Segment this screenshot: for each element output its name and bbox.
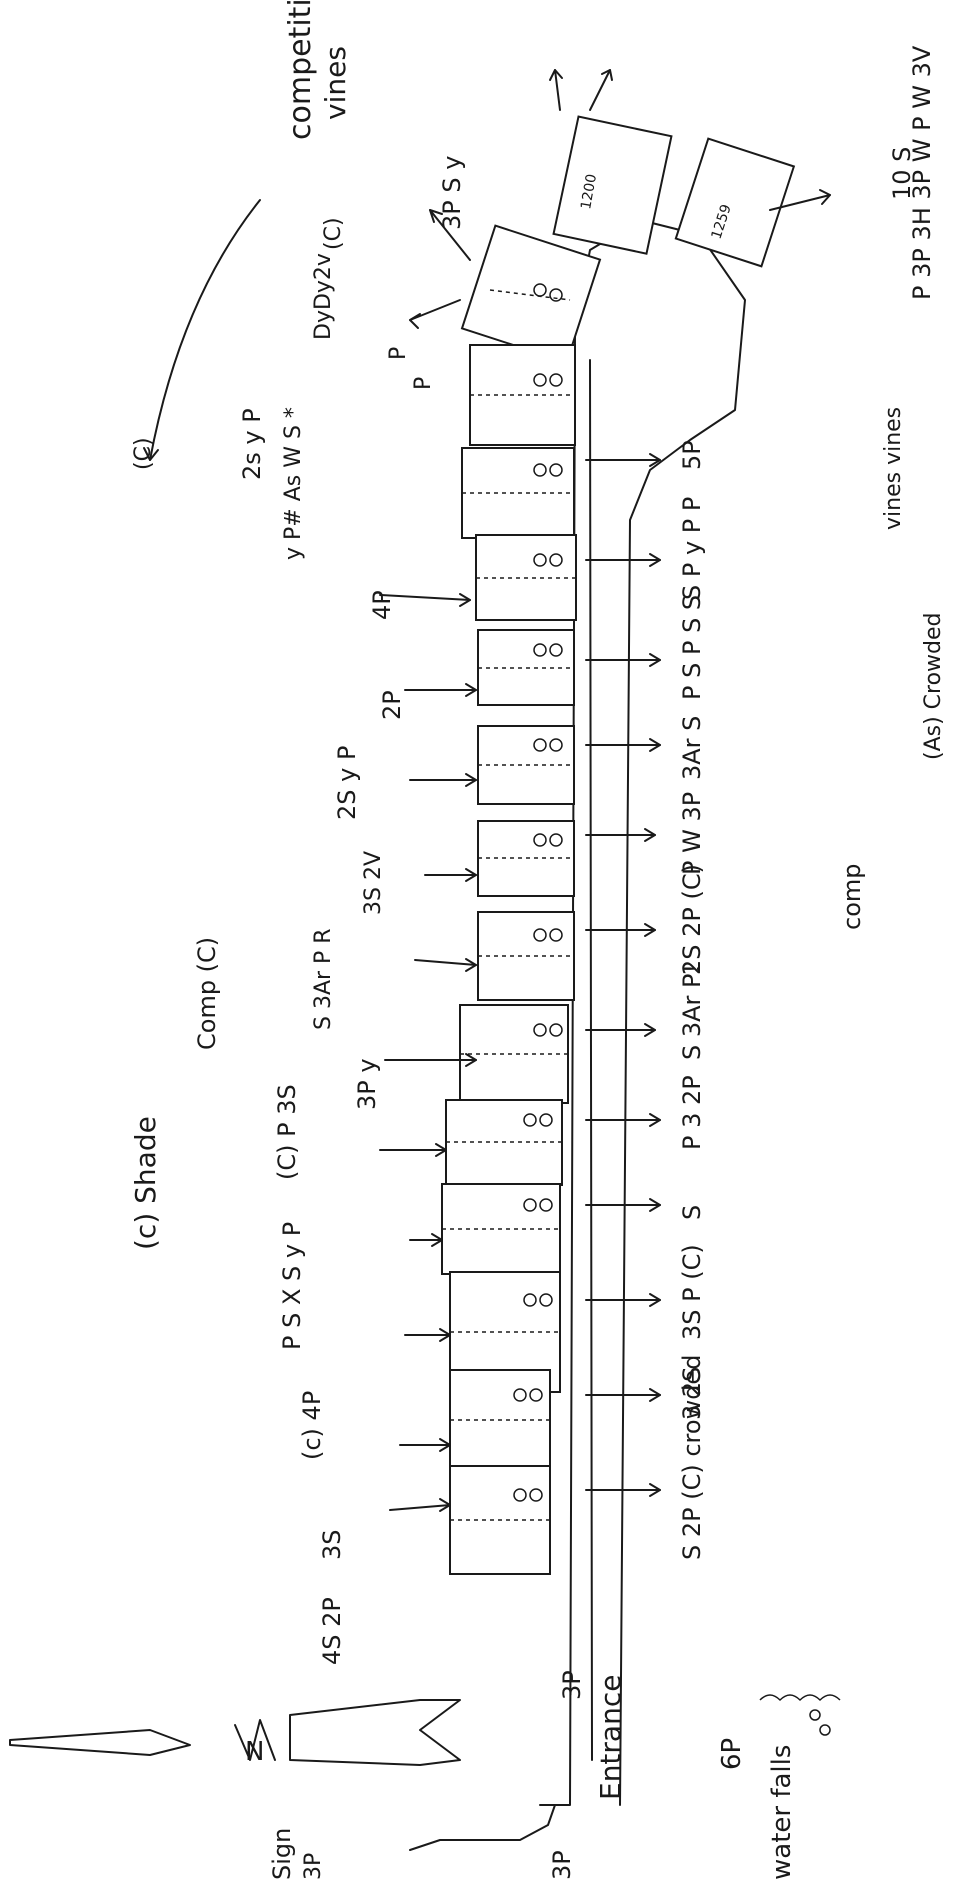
- right-label-4: P S P S S: [678, 595, 706, 700]
- bed-stack: [442, 226, 600, 1574]
- label-entrance-3p: 3P: [558, 1670, 586, 1700]
- left-label-2: 2P: [378, 690, 406, 720]
- right-label-2: S P y P P: [678, 497, 706, 600]
- label-vp-asterisk: y P# As W S *: [281, 407, 306, 560]
- right-label-1: 5P: [678, 440, 706, 470]
- right-label-9: comp: [838, 864, 866, 931]
- label-p-top-2: P: [411, 377, 436, 390]
- left-label-11: (c) 4P: [298, 1391, 326, 1460]
- label-water-6p: 6P: [717, 1738, 747, 1770]
- right-label-12: S: [678, 1205, 706, 1220]
- label-c-left-top: (C): [131, 437, 156, 470]
- left-label-5: S 3Ar P R: [311, 928, 336, 1030]
- label-vines-top: vines: [319, 46, 352, 120]
- left-label-10: P S X S y P: [278, 1222, 306, 1350]
- left-label-1: 4P: [368, 590, 396, 620]
- left-label-12: 3S: [318, 1529, 346, 1560]
- label-water-falls: water falls: [767, 1745, 797, 1880]
- right-label-15: S 2P (C) crowded: [678, 1355, 706, 1560]
- left-label-9: (C) P 3S: [273, 1084, 301, 1180]
- left-label-4: 3S 2V: [361, 851, 386, 915]
- label-c-competition: (C): [321, 217, 346, 250]
- right-label-5: (As) Crowded: [921, 612, 946, 760]
- left-label-13: 4S 2P: [318, 1597, 346, 1665]
- label-entrance-3p-left: 3P: [548, 1850, 576, 1880]
- north-arrow: [10, 1700, 460, 1765]
- label-n-arrow: N: [245, 1737, 264, 1767]
- waterfalls-symbol: [760, 1695, 840, 1735]
- label-dydy2v: DyDy2v: [311, 253, 336, 340]
- label-sign-3p: 3P: [301, 1853, 326, 1880]
- right-label-10: S 3Ar P!: [678, 964, 706, 1060]
- right-label-8: 2S 2P (C): [678, 864, 706, 975]
- right-label-3: vines vines: [881, 407, 906, 530]
- label-10s: 10 S: [888, 147, 916, 200]
- left-label-6: Comp (C): [193, 937, 221, 1050]
- left-label-7: 3P y: [353, 1058, 381, 1110]
- label-sign: Sign: [268, 1828, 296, 1880]
- left-label-3: 2S y P: [333, 746, 361, 820]
- top-beds: 1200 1259: [554, 117, 794, 267]
- right-label-6: 3Ar S: [678, 716, 706, 780]
- label-3p-sv: 3P S y: [438, 156, 466, 230]
- label-competition: competition: [283, 0, 318, 140]
- label-p-top: P: [386, 347, 411, 360]
- right-label-11: P 3 2P: [678, 1075, 706, 1150]
- right-label-13: 3S P (C): [678, 1244, 706, 1340]
- right-label-7: P W 3P: [678, 792, 706, 875]
- label-2s-v-p: 2s y P: [238, 408, 266, 480]
- label-entrance: Entrance: [594, 1675, 627, 1800]
- left-label-8: (c) Shade: [129, 1116, 162, 1250]
